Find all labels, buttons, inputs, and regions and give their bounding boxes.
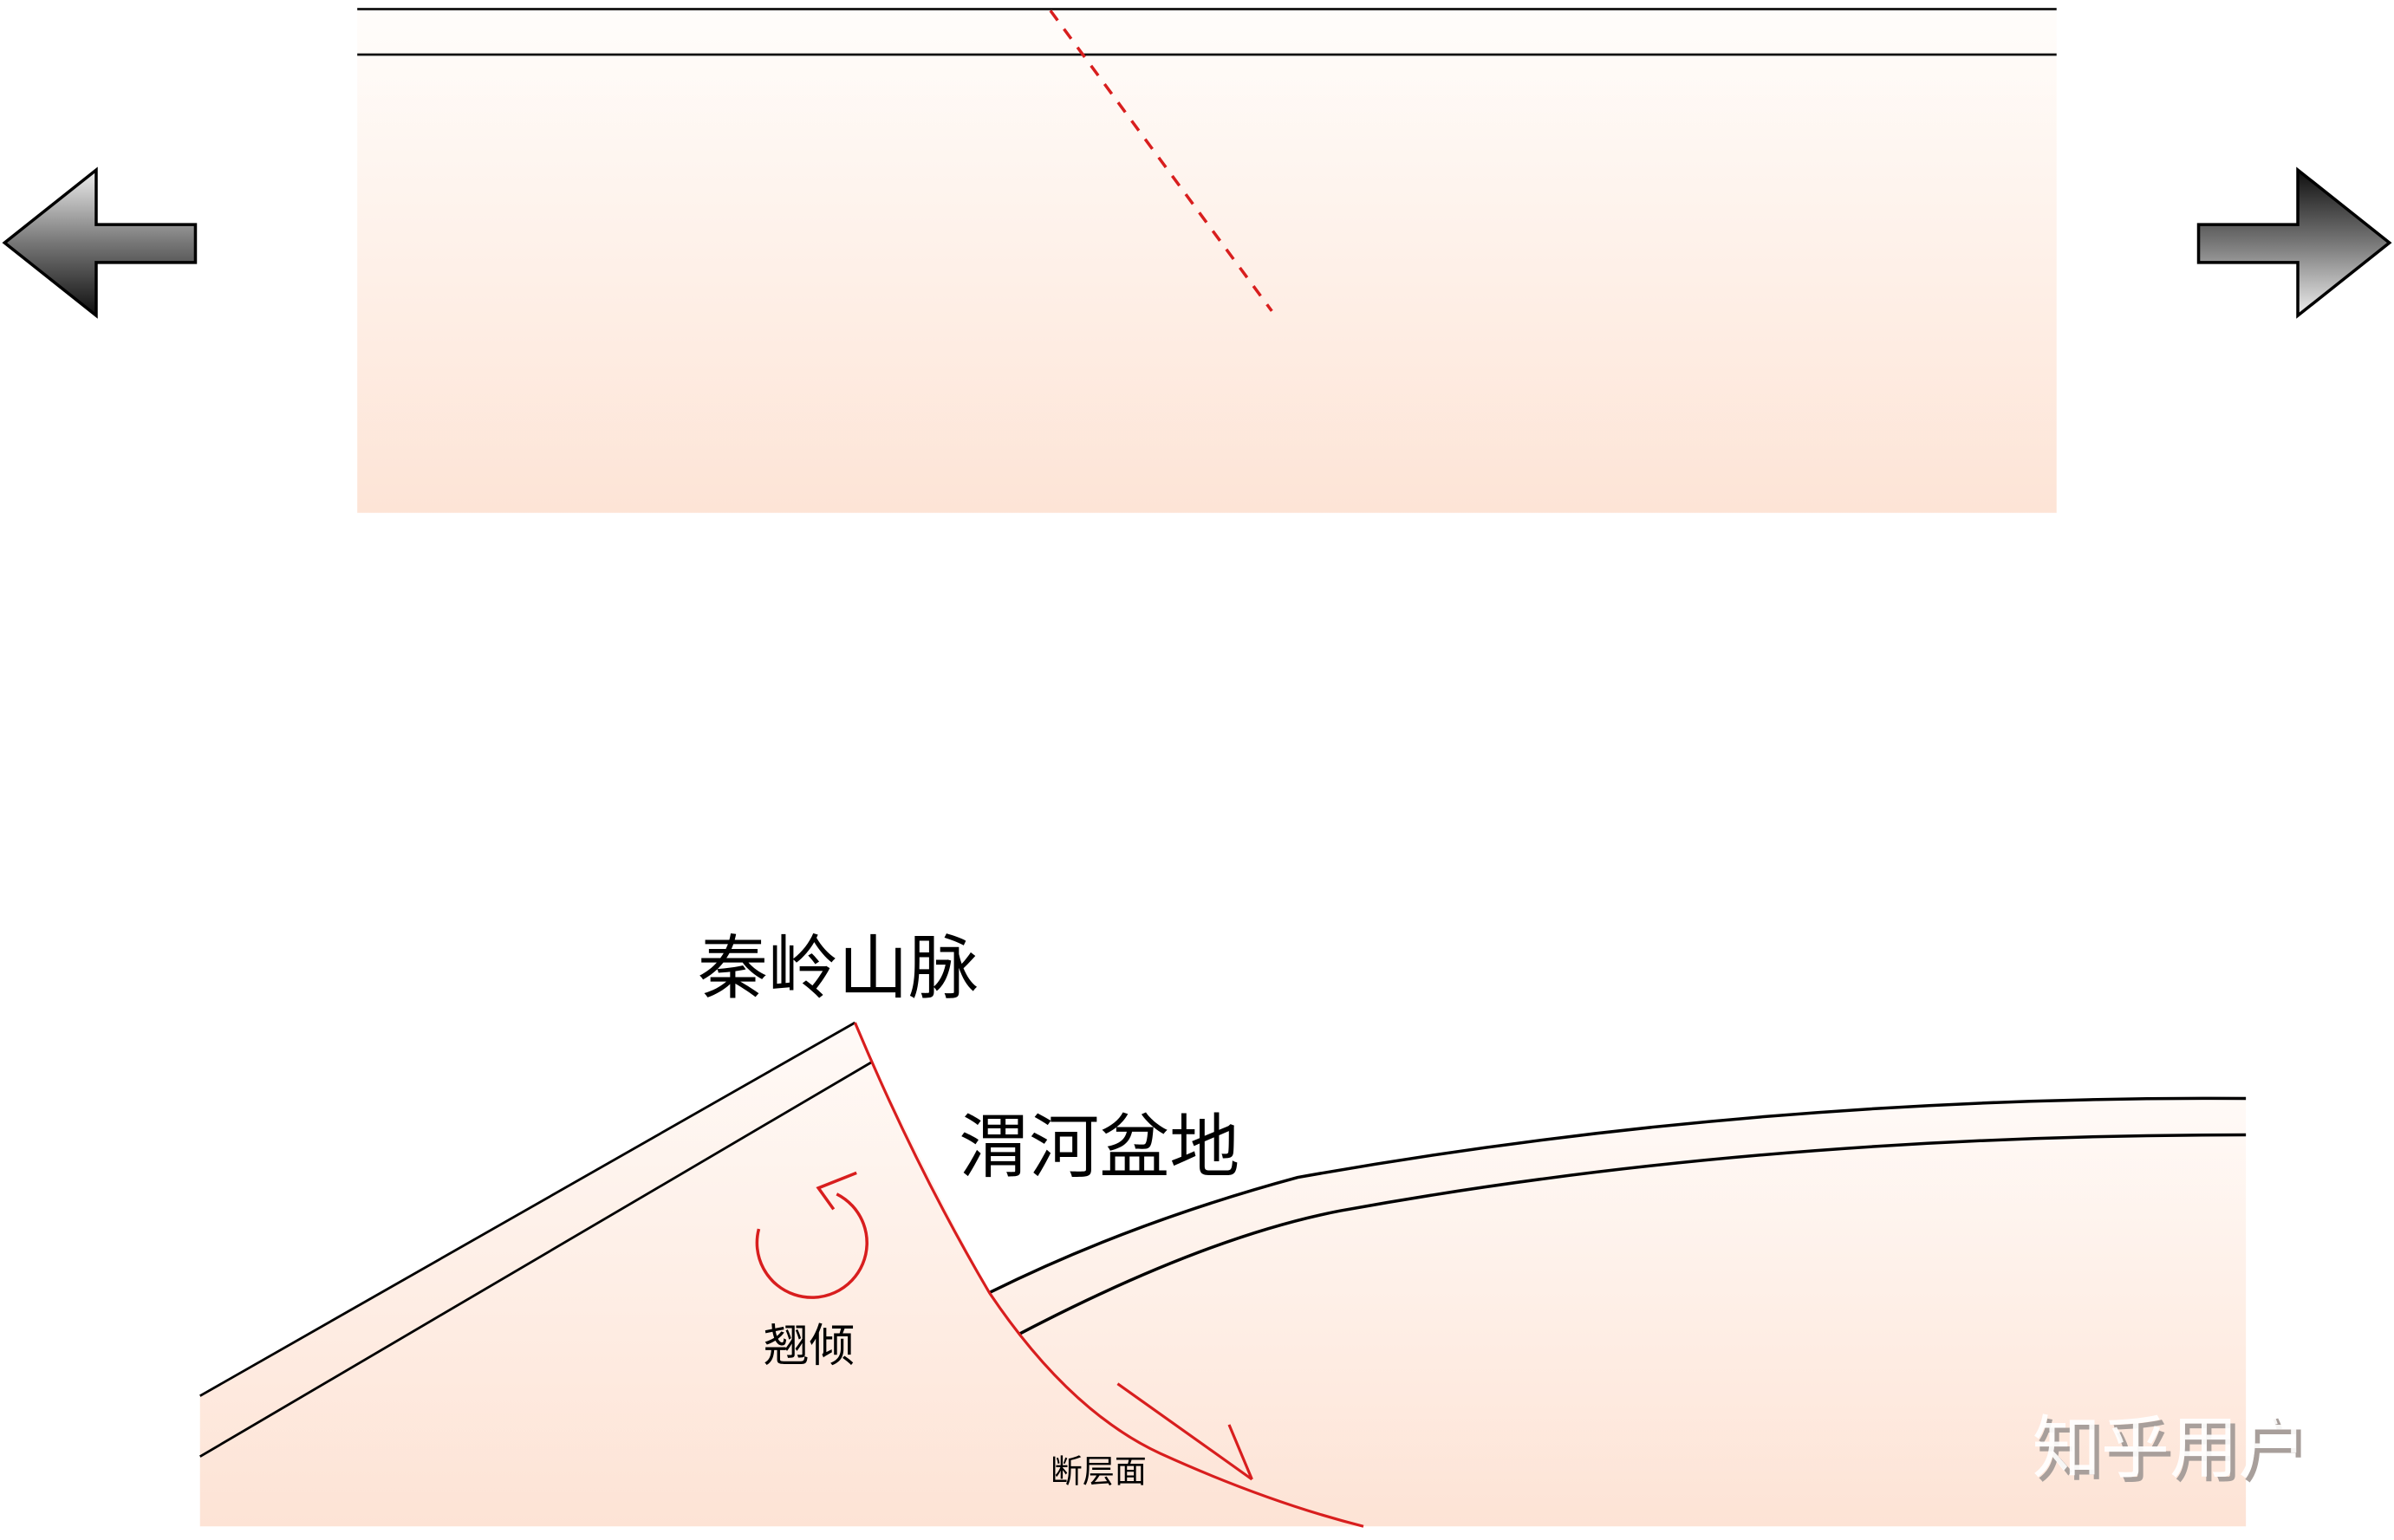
future-fault-dashed-line [1049, 10, 1273, 312]
footwall-stratum-base [199, 1061, 873, 1458]
basin-stratum-base [1018, 1133, 2247, 1335]
footwall-stratum-top [199, 1021, 856, 1397]
watermark: 知乎用户 [2033, 1408, 2307, 1488]
basin-label: 渭河盆地 [959, 1108, 1239, 1189]
pre-rift-block [357, 8, 2057, 513]
extension-arrow-right-icon [2196, 166, 2392, 319]
crust-block [357, 9, 2057, 513]
basin-stratum-top [988, 1096, 2247, 1295]
qinling-block [199, 1022, 1364, 1527]
tilted-footwall-block [199, 1021, 1364, 1527]
counterclockwise-rotation-arrow-icon [755, 1171, 868, 1299]
rotation-label: 翘倾 [764, 1320, 855, 1373]
fault-plane-label: 断层面 [1051, 1453, 1147, 1491]
hanging-wall-basin [988, 1096, 2247, 1527]
mountain-label: 秦岭山脉 [698, 928, 979, 1010]
weihe-basin-block [989, 1098, 2247, 1527]
extension-arrow-left-icon [2, 166, 198, 319]
watermark-shadow: 知乎用户 [2037, 1413, 2312, 1493]
normal-fault-line [853, 1022, 1364, 1528]
fault-slip-arrow-icon [1116, 1382, 1253, 1481]
